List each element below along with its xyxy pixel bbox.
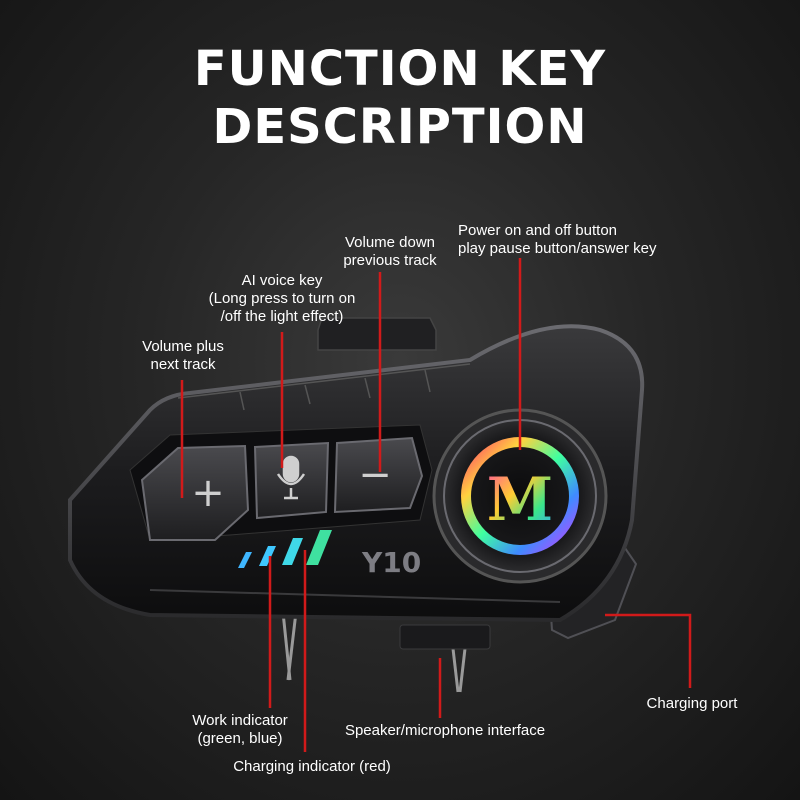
model-label: Y10	[361, 546, 421, 579]
led-bar-1	[238, 552, 252, 568]
callout-charging-port: Charging port	[636, 695, 748, 713]
volume-plus-button	[140, 444, 250, 541]
callout-ai-voice-key: AI voice key (Long press to turn on /off…	[192, 272, 372, 326]
led-bar-4	[306, 530, 332, 565]
callout-volume-plus-line-1: Volume plus	[142, 338, 224, 355]
callout-power-line-2: play pause button/answer key	[458, 240, 657, 257]
plus-symbol: +	[191, 470, 225, 516]
callout-volume-plus-line-2: next track	[150, 356, 216, 373]
callout-work-indicator: Work indicator (green, blue)	[180, 712, 300, 748]
callout-charging-indicator: Charging indicator (red)	[212, 758, 412, 776]
bottom-connector	[399, 624, 491, 650]
callout-work-indicator-line-1: Work indicator	[192, 712, 288, 729]
callout-work-indicator-line-2: (green, blue)	[197, 730, 283, 747]
callout-power-button: Power on and off button play pause butto…	[458, 222, 656, 258]
led-indicators	[238, 530, 332, 568]
led-bar-3	[282, 538, 303, 565]
microphone-icon	[276, 455, 306, 500]
callout-volume-plus: Volume plus next track	[128, 338, 238, 374]
callout-charging-indicator-line-1: Charging indicator (red)	[233, 758, 391, 775]
callout-volume-down-line-1: Volume down	[344, 234, 436, 251]
page-title-line-1: FUNCTION KEY	[193, 41, 607, 97]
lower-rim	[149, 589, 561, 603]
callout-line-charging-port	[605, 613, 692, 688]
top-clip	[317, 317, 437, 351]
led-bar-2	[259, 546, 276, 566]
top-ridge	[177, 363, 471, 411]
callout-charging-port-line-1: Charging port	[646, 695, 738, 712]
page-title-line-2: DESCRIPTION	[212, 99, 588, 155]
callout-volume-down-line-2: previous track	[343, 252, 437, 269]
callout-power-line-1: Power on and off button	[458, 222, 618, 239]
callout-ai-voice-line-2: (Long press to turn on	[208, 290, 356, 307]
minus-symbol: −	[358, 452, 392, 498]
mount-pins	[281, 611, 468, 693]
callout-ai-voice-line-1: AI voice key	[241, 272, 323, 289]
callout-ai-voice-line-3: /off the light effect)	[220, 308, 344, 325]
callout-volume-down: Volume down previous track	[330, 234, 450, 270]
brand-logo: M	[487, 465, 553, 535]
volume-down-button	[333, 436, 424, 514]
callout-speaker-interface: Speaker/microphone interface	[330, 722, 560, 740]
callout-lines	[180, 258, 692, 752]
callout-speaker-line-1: Speaker/microphone interface	[344, 722, 546, 739]
